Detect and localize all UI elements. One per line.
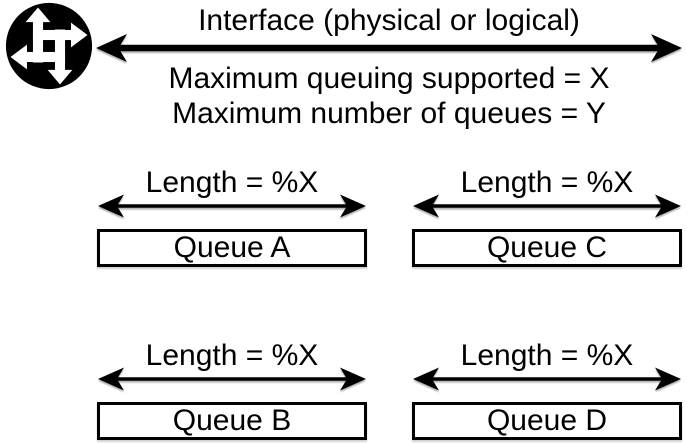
queue-c-box: Queue C: [412, 229, 682, 267]
queue-c-length-label: Length = %X: [460, 166, 634, 199]
queue-c-name: Queue C: [486, 231, 608, 264]
queue-b-group: Length = %X Queue B: [97, 340, 367, 441]
queue-a-length-label: Length = %X: [145, 166, 319, 199]
queue-a-name: Queue A: [173, 231, 291, 264]
queue-b-name: Queue B: [172, 404, 292, 437]
queue-d-name: Queue D: [486, 404, 608, 437]
queue-d-length-label: Length = %X: [460, 339, 634, 372]
queue-c-length-arrow: [413, 194, 681, 218]
queue-d-group: Length = %X Queue D: [412, 340, 682, 441]
queue-c-group: Length = %X Queue C: [412, 167, 682, 268]
queue-b-length-label: Length = %X: [145, 339, 319, 372]
router-icon: [5, 2, 93, 90]
queue-d-length-arrow: [413, 367, 681, 391]
max-queuing-label: Maximum queuing supported = X: [168, 62, 610, 95]
interface-title: Interface (physical or logical): [198, 4, 580, 37]
max-queues-label: Maximum number of queues = Y: [172, 97, 606, 130]
queue-d-box: Queue D: [412, 402, 682, 440]
queue-a-group: Length = %X Queue A: [97, 167, 367, 268]
queue-a-length-arrow: [98, 194, 366, 218]
queue-a-box: Queue A: [97, 229, 367, 267]
interface-span-arrow: [96, 34, 682, 62]
queue-b-length-arrow: [98, 367, 366, 391]
queue-b-box: Queue B: [97, 402, 367, 440]
